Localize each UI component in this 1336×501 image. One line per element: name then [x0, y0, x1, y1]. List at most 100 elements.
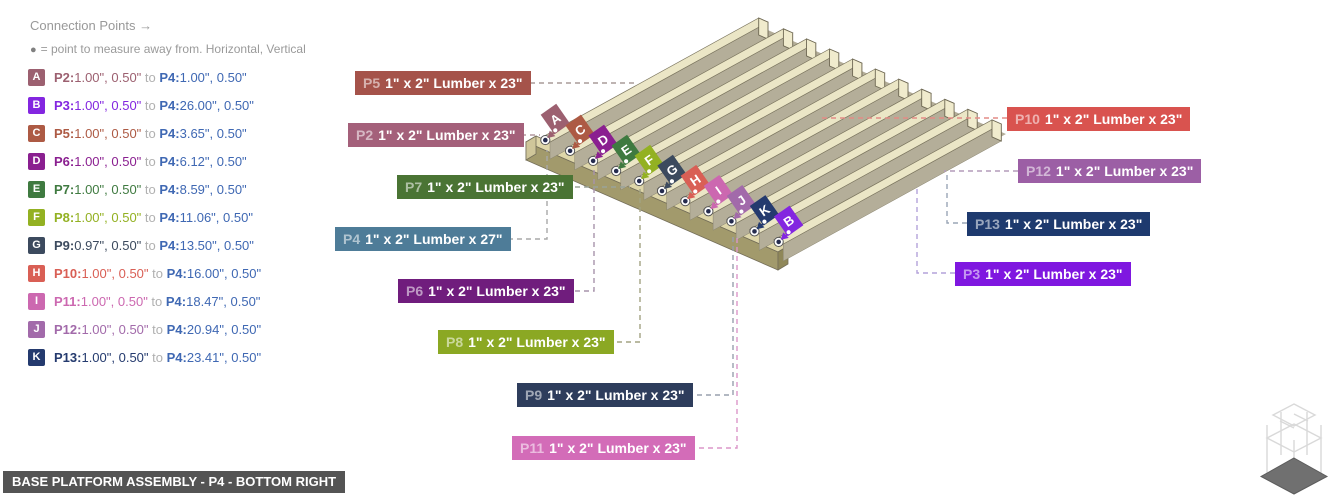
leader-lines: [508, 82, 1018, 449]
legend-badge-A: A: [28, 69, 45, 86]
badge-corner-dot: [553, 128, 558, 133]
badge-shape: [749, 195, 780, 226]
badge-letter: I: [713, 183, 725, 197]
slat-end-cap-P5: [782, 28, 794, 51]
part-label-text: 1" x 2" Lumber x 23": [1044, 111, 1183, 127]
leader-line-P3: [916, 186, 955, 274]
rail-left-end: [525, 135, 537, 161]
part-label-prefix: P3: [963, 266, 981, 282]
part-label-text: 1" x 2" Lumber x 23": [378, 127, 516, 143]
assembly-thumbnail-icon: [1259, 403, 1329, 495]
badge-arrowhead-H: [687, 191, 696, 200]
badge-corner-dot: [762, 219, 767, 224]
part-label-text: 1" x 2" Lumber x 23": [428, 283, 566, 299]
connection-point-dot-P2: [543, 137, 548, 143]
badge-corner-dot: [624, 159, 629, 164]
badge-shape: [657, 154, 687, 186]
badge-arrowhead-C: [572, 141, 581, 149]
measure-point-icon: ●: [30, 44, 37, 56]
connection-badge-E: E: [611, 134, 641, 166]
legend-badge-B: B: [28, 97, 45, 114]
connection-badge-I: I: [703, 174, 734, 206]
slat-end-cap-P12: [944, 98, 955, 121]
legend-badge-D: D: [28, 153, 45, 170]
badge-corner-dot: [647, 169, 652, 174]
part-label-prefix: P7: [405, 179, 423, 195]
part-label-text: 1" x 2" Lumber x 27": [365, 231, 503, 247]
slat-end-cap-P13: [967, 108, 978, 132]
legend-title: Connection Points →: [30, 18, 153, 33]
part-label-prefix: P11: [520, 440, 545, 456]
part-label-text: 1" x 2" Lumber x 23": [427, 179, 565, 195]
badge-shape: [588, 124, 618, 156]
connection-badge-B: B: [774, 205, 804, 237]
legend-badge-K: K: [28, 349, 45, 366]
slat-end-cap-P9: [874, 68, 886, 91]
part-label-text: 1" x 2" Lumber x 23": [468, 334, 606, 350]
connection-point-dot-P13: [752, 229, 757, 234]
connection-point-dot-P9: [659, 188, 665, 194]
part-label-text: 1" x 2" Lumber x 23": [549, 440, 687, 456]
slat-end-cap-P10: [898, 78, 909, 101]
badge-arrowhead-E: [618, 161, 627, 169]
legend-badge-G: G: [28, 237, 45, 254]
badge-corner-dot: [739, 209, 744, 214]
badge-arrowhead-D: [595, 151, 604, 159]
legend-badge-C: C: [28, 125, 45, 142]
part-label-prefix: P2: [356, 127, 374, 143]
view-title-bar: BASE PLATFORM ASSEMBLY - P4 - BOTTOM RIG…: [3, 471, 346, 493]
leader-line-P13: [946, 172, 967, 224]
badge-arrowhead-A: [547, 130, 556, 139]
connection-point-dot-P7: [613, 168, 619, 174]
legend-note: ●= point to measure away from. Horizonta…: [30, 42, 306, 56]
slat-end-cap-P2: [758, 17, 769, 40]
part-label-prefix: P9: [525, 387, 543, 403]
connection-point-dot-P11: [706, 208, 711, 214]
badge-shape: [611, 134, 641, 166]
connection-point-dot-P5: [567, 148, 573, 154]
badge-shape: [634, 144, 664, 176]
part-label-prefix: P8: [446, 334, 464, 350]
connection-badge-C: C: [565, 114, 595, 146]
badge-corner-dot: [693, 189, 698, 194]
connection-point-dot-P10: [683, 198, 688, 204]
part-label-text: 1" x 2" Lumber x 23": [1055, 163, 1194, 179]
slat-end-cap-P3: [991, 119, 1002, 142]
part-label-prefix: P4: [343, 231, 361, 247]
part-label-text: 1" x 2" Lumber x 23": [547, 387, 685, 403]
part-label-prefix: P5: [363, 75, 381, 91]
legend-badge-E: E: [28, 181, 45, 198]
leader-line-P4: [508, 150, 548, 240]
badge-corner-dot: [600, 149, 606, 154]
leader-line-P8: [608, 188, 641, 343]
badge-arrowhead-K: [756, 221, 765, 230]
connection-badge-D: D: [588, 124, 618, 156]
connection-badge-J: J: [726, 185, 757, 216]
legend-badge-I: I: [28, 293, 45, 310]
part-label-text: 1" x 2" Lumber x 23": [1004, 216, 1143, 232]
leader-line-P11: [690, 236, 738, 449]
badge-arrowhead-J: [733, 211, 742, 220]
leader-line-P9: [688, 233, 734, 396]
badge-corner-dot: [577, 139, 583, 144]
